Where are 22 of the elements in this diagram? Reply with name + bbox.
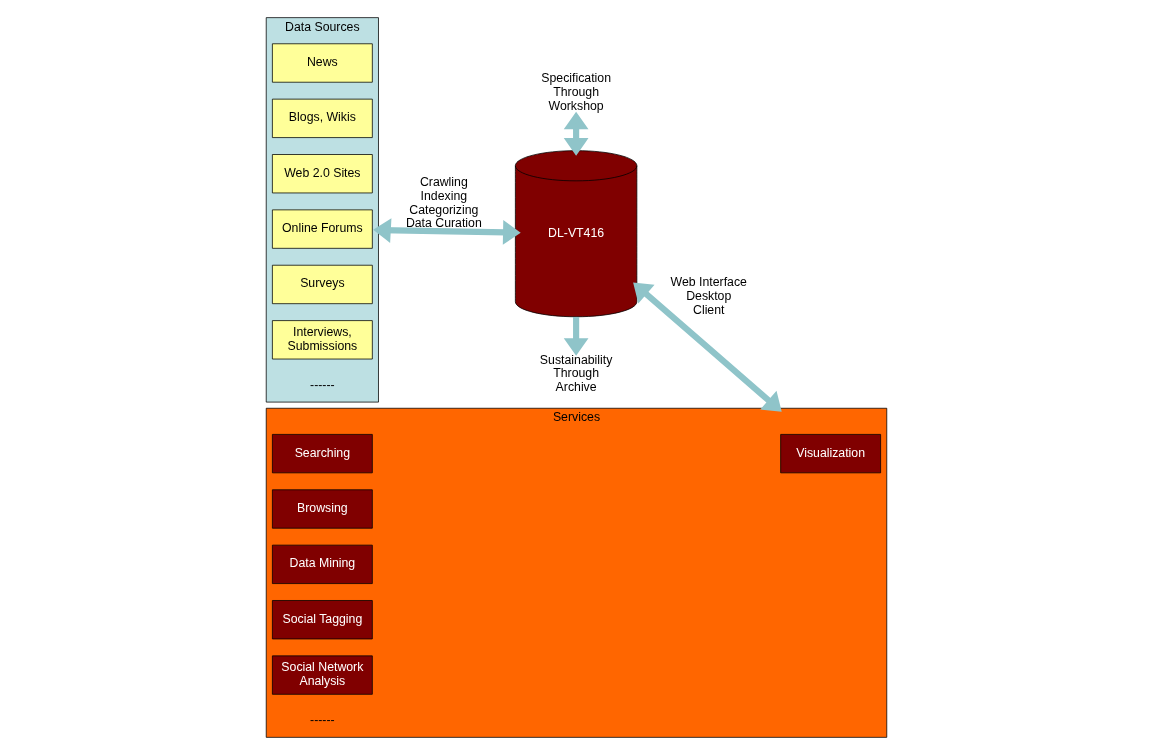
arrow — [373, 218, 521, 245]
node-box: Interviews, Submissions — [272, 320, 373, 360]
node-box: Blogs, Wikis — [272, 98, 373, 138]
node-text: Specification Through Workshop — [541, 71, 611, 113]
node-box: Data Mining — [272, 544, 373, 584]
label: ------ — [310, 377, 335, 392]
node-box: Web 2.0 Sites — [272, 154, 373, 194]
node-box: Social Network Analysis — [272, 655, 373, 695]
node-box: Surveys — [272, 264, 373, 305]
node-box: Social Tagging — [272, 600, 373, 640]
label: ------ — [310, 713, 335, 728]
node-box: News — [272, 43, 373, 83]
node-text: Sustainability Through Archive — [539, 352, 613, 395]
arrow — [633, 282, 782, 412]
arrow — [563, 111, 589, 156]
node-box: Visualization — [780, 434, 881, 474]
node-box: Online Forums — [272, 209, 373, 249]
node-box: Searching — [272, 434, 373, 474]
edge-label: Crawling Indexing Categorizing Data Curation — [405, 174, 482, 231]
node-box: Browsing — [272, 489, 373, 529]
edge-label: Web Interface Desktop Client — [670, 274, 747, 317]
arrow — [563, 317, 589, 356]
